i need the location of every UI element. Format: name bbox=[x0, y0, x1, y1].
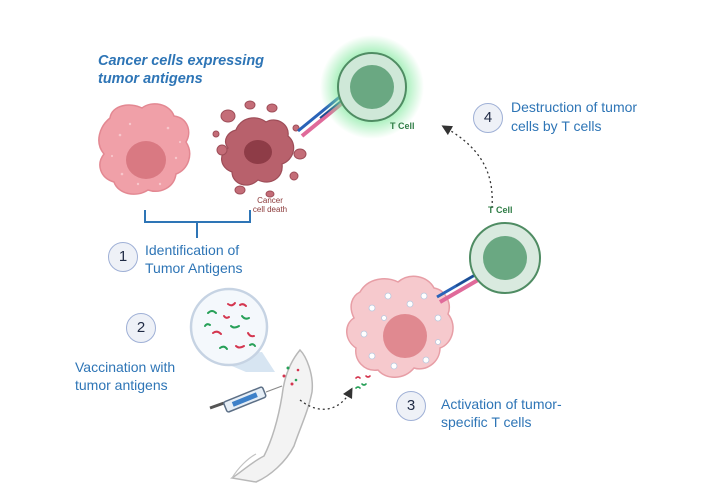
arm-illustration bbox=[230, 348, 314, 483]
identification-bracket bbox=[144, 210, 251, 238]
step-1-badge: 1 bbox=[108, 242, 138, 272]
arrow-to-destruction bbox=[441, 125, 493, 209]
step-3-badge: 3 bbox=[396, 391, 426, 421]
step-2-badge: 2 bbox=[126, 313, 156, 343]
dying-cancer-cell bbox=[212, 100, 307, 198]
arrow-to-activation bbox=[299, 387, 353, 410]
tcell-top bbox=[320, 35, 424, 139]
antigen-presenting-cell bbox=[346, 275, 454, 378]
step-3-label-line-1: Activation of tumor- bbox=[441, 396, 562, 412]
title-line-2: tumor antigens bbox=[98, 71, 203, 87]
cancer-death-line-2: cell death bbox=[252, 205, 288, 214]
step-4-label-line-1: Destruction of tumor bbox=[511, 99, 638, 115]
cancer-death-line-1: Cancer bbox=[257, 196, 283, 205]
tcell-top-label: T Cell bbox=[390, 121, 415, 131]
step-2-label-line-1: Vaccination with bbox=[75, 359, 176, 375]
cancer-cell-left bbox=[98, 103, 191, 195]
step-1-label-line-2: Tumor Antigens bbox=[145, 260, 243, 276]
step-3-label-line-2: specific T cells bbox=[441, 414, 532, 430]
step-4-label-line-2: cells by T cells bbox=[511, 118, 602, 134]
step-1-label-line-1: Identification of bbox=[145, 242, 240, 258]
tcell-middle bbox=[469, 222, 541, 294]
released-antigens bbox=[355, 375, 371, 389]
syringe-icon bbox=[209, 385, 283, 413]
title-line-1: Cancer cells expressing bbox=[98, 53, 265, 69]
step-4-badge: 4 bbox=[473, 103, 503, 133]
tcell-middle-label: T Cell bbox=[488, 205, 513, 215]
antigen-magnifier bbox=[189, 287, 275, 372]
step-2-label-line-2: tumor antigens bbox=[75, 377, 168, 393]
